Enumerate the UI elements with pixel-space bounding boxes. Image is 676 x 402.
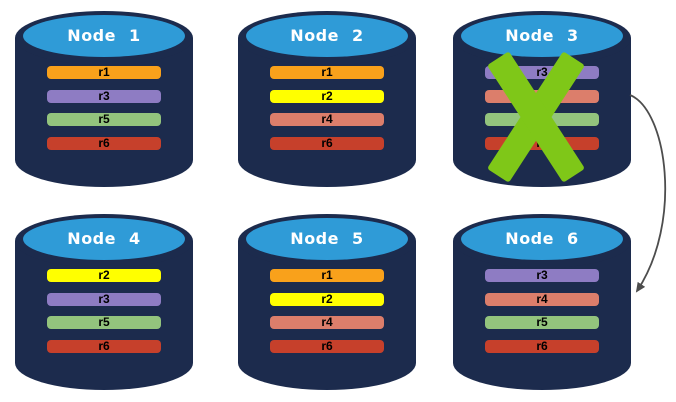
replica-bar: r4	[270, 113, 384, 126]
replica-bar: r5	[47, 316, 161, 329]
node-6: Node 6 r3 r4 r5 r6	[452, 213, 632, 391]
replica-bar: r1	[270, 269, 384, 282]
node-title: Node 5	[290, 229, 364, 248]
replica-list: r3 r4 r5 r6	[485, 269, 599, 363]
replica-bar: r1	[47, 66, 161, 79]
replica-bar: r1	[270, 66, 384, 79]
replica-bar: r3	[47, 292, 161, 306]
replica-bar: r4	[485, 89, 599, 103]
node-3: Node 3 r3 r4 r5 r6	[452, 10, 632, 188]
replica-bar: r6	[485, 339, 599, 353]
node-2: Node 2 r1 r2 r4 r6	[237, 10, 417, 188]
node-title: Node 1	[67, 26, 141, 45]
node-4: Node 4 r2 r3 r5 r6	[14, 213, 194, 391]
node-title: Node 4	[67, 229, 141, 248]
replica-bar: r2	[47, 269, 161, 282]
replica-bar: r5	[485, 113, 599, 126]
replica-bar: r2	[270, 292, 384, 306]
replica-bar: r6	[47, 339, 161, 353]
replica-bar: r6	[270, 136, 384, 150]
node-1: Node 1 r1 r3 r5 r6	[14, 10, 194, 188]
replica-bar: r4	[485, 292, 599, 306]
replica-bar: r5	[485, 316, 599, 329]
replica-bar: r3	[47, 89, 161, 103]
node-title: Node 2	[290, 26, 364, 45]
replica-bar: r4	[270, 316, 384, 329]
replica-list: r1 r2 r4 r6	[270, 269, 384, 363]
replica-bar: r3	[485, 269, 599, 282]
replica-bar: r3	[485, 66, 599, 79]
node-5: Node 5 r1 r2 r4 r6	[237, 213, 417, 391]
replica-bar: r2	[270, 89, 384, 103]
replica-list: r3 r4 r5 r6	[485, 66, 599, 160]
replica-bar: r5	[47, 113, 161, 126]
replica-bar: r6	[47, 136, 161, 150]
node-title: Node 3	[505, 26, 579, 45]
node-title: Node 6	[505, 229, 579, 248]
replica-list: r2 r3 r5 r6	[47, 269, 161, 363]
replica-list: r1 r3 r5 r6	[47, 66, 161, 160]
replica-list: r1 r2 r4 r6	[270, 66, 384, 160]
replica-bar: r6	[270, 339, 384, 353]
replica-bar: r6	[485, 136, 599, 150]
